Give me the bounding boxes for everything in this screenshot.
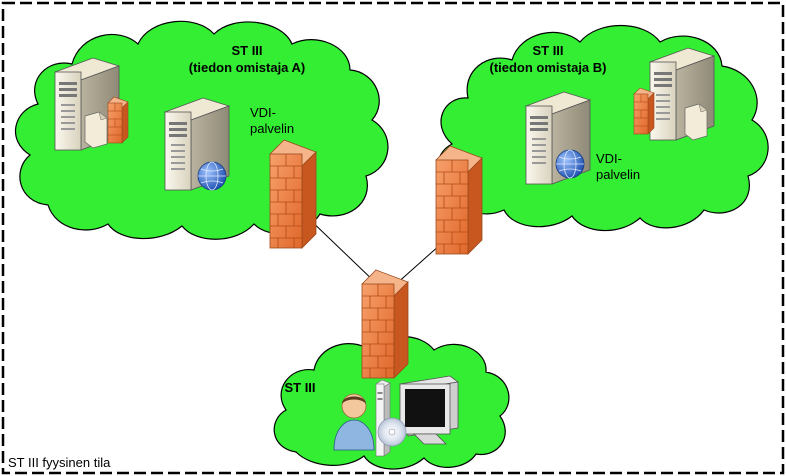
firewall-icon [633,87,655,135]
document-icon [684,103,708,141]
cloud-b-vdi-label-2: palvelin [596,167,640,182]
globe-icon [197,161,227,191]
cloud-workstation: ST III [273,336,510,470]
cloud-a-vdi-label-2: palvelin [250,121,294,136]
user-icon [333,393,375,451]
cloud-shape [437,25,769,232]
firewall-icon [269,139,317,249]
cloud-a-subtitle: (tiedon omistaja A) [189,60,306,75]
cloud-b-title: ST III [532,43,563,58]
firewall-icon [435,145,483,255]
cloud-a-vdi-label-1: VDI- [250,105,276,120]
cloud-a-title: ST III [231,43,262,58]
firewall-icon [361,269,409,379]
firewall-icon [107,96,129,144]
monitor-icon [399,375,459,445]
cloud-b-vdi-label-1: VDI- [596,151,622,166]
cloud-shape [273,336,510,470]
boundary-label: ST III fyysinen tila [8,455,111,470]
disc-icon [377,417,407,447]
cloud-data-owner-a: ST III (tiedon omistaja A) VDI- palvelin [14,20,389,240]
globe-icon [555,149,585,179]
document-icon [84,111,108,149]
cloud-data-owner-b: ST III (tiedon omistaja B) VDI- palvelin [437,25,769,232]
cloud-c-title: ST III [284,380,315,395]
cloud-b-subtitle: (tiedon omistaja B) [489,60,606,75]
